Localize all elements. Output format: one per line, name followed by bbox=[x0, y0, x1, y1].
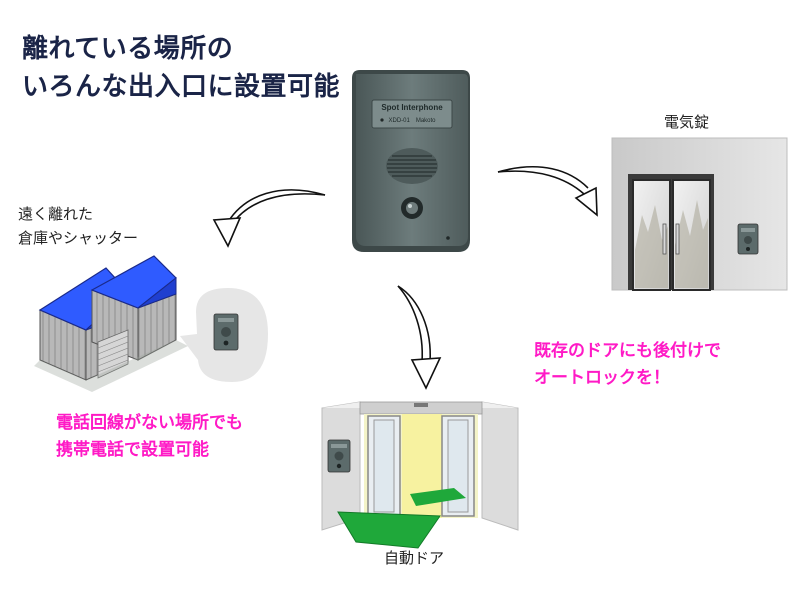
headline-line-2: いろんな出入口に設置可能 bbox=[22, 72, 341, 102]
retrofit-callout: 既存のドアにも後付けで オートロックを！ bbox=[534, 338, 721, 392]
automatic-door-caption: 自動ドア bbox=[384, 549, 445, 567]
headline: 離れている場所の いろんな出入口に設置可能 bbox=[22, 30, 340, 106]
headline-line-1: 離れている場所の bbox=[22, 34, 234, 64]
no-phone-line-callout: 電話回線がない場所でも 携帯電話で設置可能 bbox=[56, 410, 243, 464]
retrofit-callout-line-1: 既存のドアにも後付けで bbox=[534, 341, 721, 361]
no-phone-callout-line-2: 携帯電話で設置可能 bbox=[56, 440, 209, 460]
intercom-device bbox=[352, 70, 470, 252]
retrofit-callout-line-2: オートロックを！ bbox=[534, 368, 670, 388]
wall-intercom-icon bbox=[327, 439, 351, 473]
electric-lock-scene bbox=[611, 137, 788, 291]
arrow-down-icon bbox=[395, 283, 442, 390]
arrow-left-icon bbox=[212, 186, 326, 248]
automatic-door-scene bbox=[321, 401, 519, 549]
electric-lock-caption: 電気錠 bbox=[664, 113, 710, 131]
remote-caption-line-2: 倉庫やシャッター bbox=[18, 229, 139, 247]
call-button-icon bbox=[401, 197, 423, 219]
wall-intercom-icon bbox=[737, 223, 759, 255]
wall-intercom-icon bbox=[213, 313, 239, 351]
device-brand-label: Spot Interphone bbox=[381, 103, 443, 112]
remote-caption: 遠く離れた 倉庫やシャッター bbox=[18, 202, 138, 250]
warehouse-scene bbox=[34, 255, 188, 392]
remote-caption-line-1: 遠く離れた bbox=[18, 205, 94, 223]
speaker-grille-icon bbox=[386, 148, 438, 184]
arrow-right-icon bbox=[497, 163, 598, 217]
no-phone-callout-line-1: 電話回線がない場所でも bbox=[56, 413, 243, 433]
zoom-bubble bbox=[180, 288, 268, 382]
device-model-label: XDD-01 Makoto bbox=[388, 118, 436, 124]
